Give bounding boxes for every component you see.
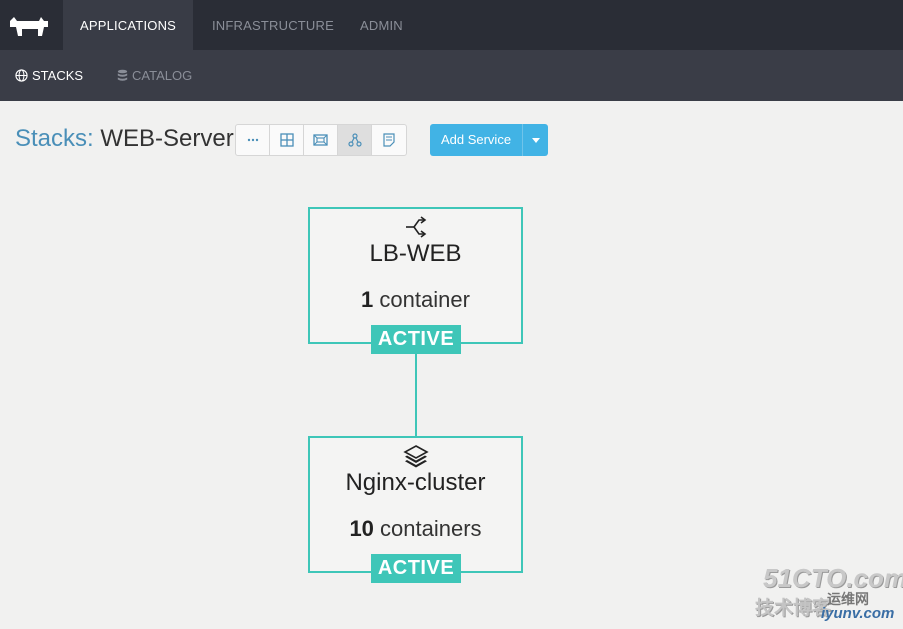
grid-view-button[interactable]: [270, 125, 304, 155]
service-card-nginx-cluster[interactable]: Nginx-cluster 10 containers ACTIVE: [308, 436, 523, 583]
nav-applications[interactable]: APPLICATIONS: [63, 0, 193, 50]
list-view-icon: [247, 138, 258, 142]
subnav-stacks[interactable]: STACKS: [15, 50, 83, 101]
sub-navbar: STACKS CATALOG: [0, 50, 903, 101]
image-view-button[interactable]: [304, 125, 338, 155]
layers-icon: [402, 445, 429, 468]
graph-view-icon: [347, 133, 362, 147]
subnav-catalog-label: CATALOG: [132, 67, 193, 83]
container-count-unit: container: [379, 287, 470, 312]
nav-admin[interactable]: ADMIN: [360, 18, 403, 33]
compose-view-button[interactable]: [372, 125, 406, 155]
container-count-unit: containers: [380, 516, 482, 541]
container-count: 10 containers: [310, 516, 521, 542]
subnav-catalog[interactable]: CATALOG: [117, 50, 192, 101]
service-link-line: [415, 343, 417, 437]
add-service-button[interactable]: Add Service: [430, 124, 548, 156]
compose-view-icon: [383, 133, 395, 147]
top-navbar: APPLICATIONS INFRASTRUCTURE ADMIN: [0, 0, 903, 50]
grid-view-icon: [279, 133, 294, 147]
watermark: 51CTO.com 技术博客 运维网 iyunv.com: [755, 563, 903, 623]
nav-infrastructure[interactable]: INFRASTRUCTURE: [212, 18, 334, 33]
add-service-dropdown-toggle[interactable]: [522, 124, 548, 156]
view-mode-toggle: [235, 124, 407, 156]
page-title: Stacks: WEB-Server: [15, 125, 234, 153]
database-icon: [117, 69, 128, 81]
status-badge: ACTIVE: [371, 554, 461, 583]
list-view-button[interactable]: [236, 125, 270, 155]
container-count-number: 1: [361, 287, 374, 312]
watermark-ops: 运维网: [827, 591, 869, 607]
service-name: LB-WEB: [369, 240, 462, 267]
container-count: 1 container: [310, 287, 521, 313]
globe-icon: [15, 69, 28, 82]
page-title-prefix[interactable]: Stacks:: [15, 125, 94, 152]
image-view-icon: [313, 134, 328, 146]
subnav-stacks-label: STACKS: [32, 67, 84, 83]
caret-down-icon: [531, 137, 540, 143]
page-title-stack-name: WEB-Server: [100, 125, 234, 152]
graph-view-button[interactable]: [338, 125, 372, 155]
load-balancer-icon: [405, 216, 426, 238]
watermark-url: iyunv.com: [821, 605, 895, 622]
service-card-lb-web[interactable]: LB-WEB 1 container ACTIVE: [308, 207, 523, 354]
service-name: Nginx-cluster: [345, 469, 486, 496]
watermark-site: 51CTO.com: [763, 563, 903, 593]
rancher-logo-icon[interactable]: [8, 14, 50, 38]
add-service-label: Add Service: [440, 132, 512, 147]
watermark-blog: 技术博客: [755, 598, 832, 619]
container-count-number: 10: [349, 516, 374, 541]
status-badge: ACTIVE: [371, 325, 461, 354]
